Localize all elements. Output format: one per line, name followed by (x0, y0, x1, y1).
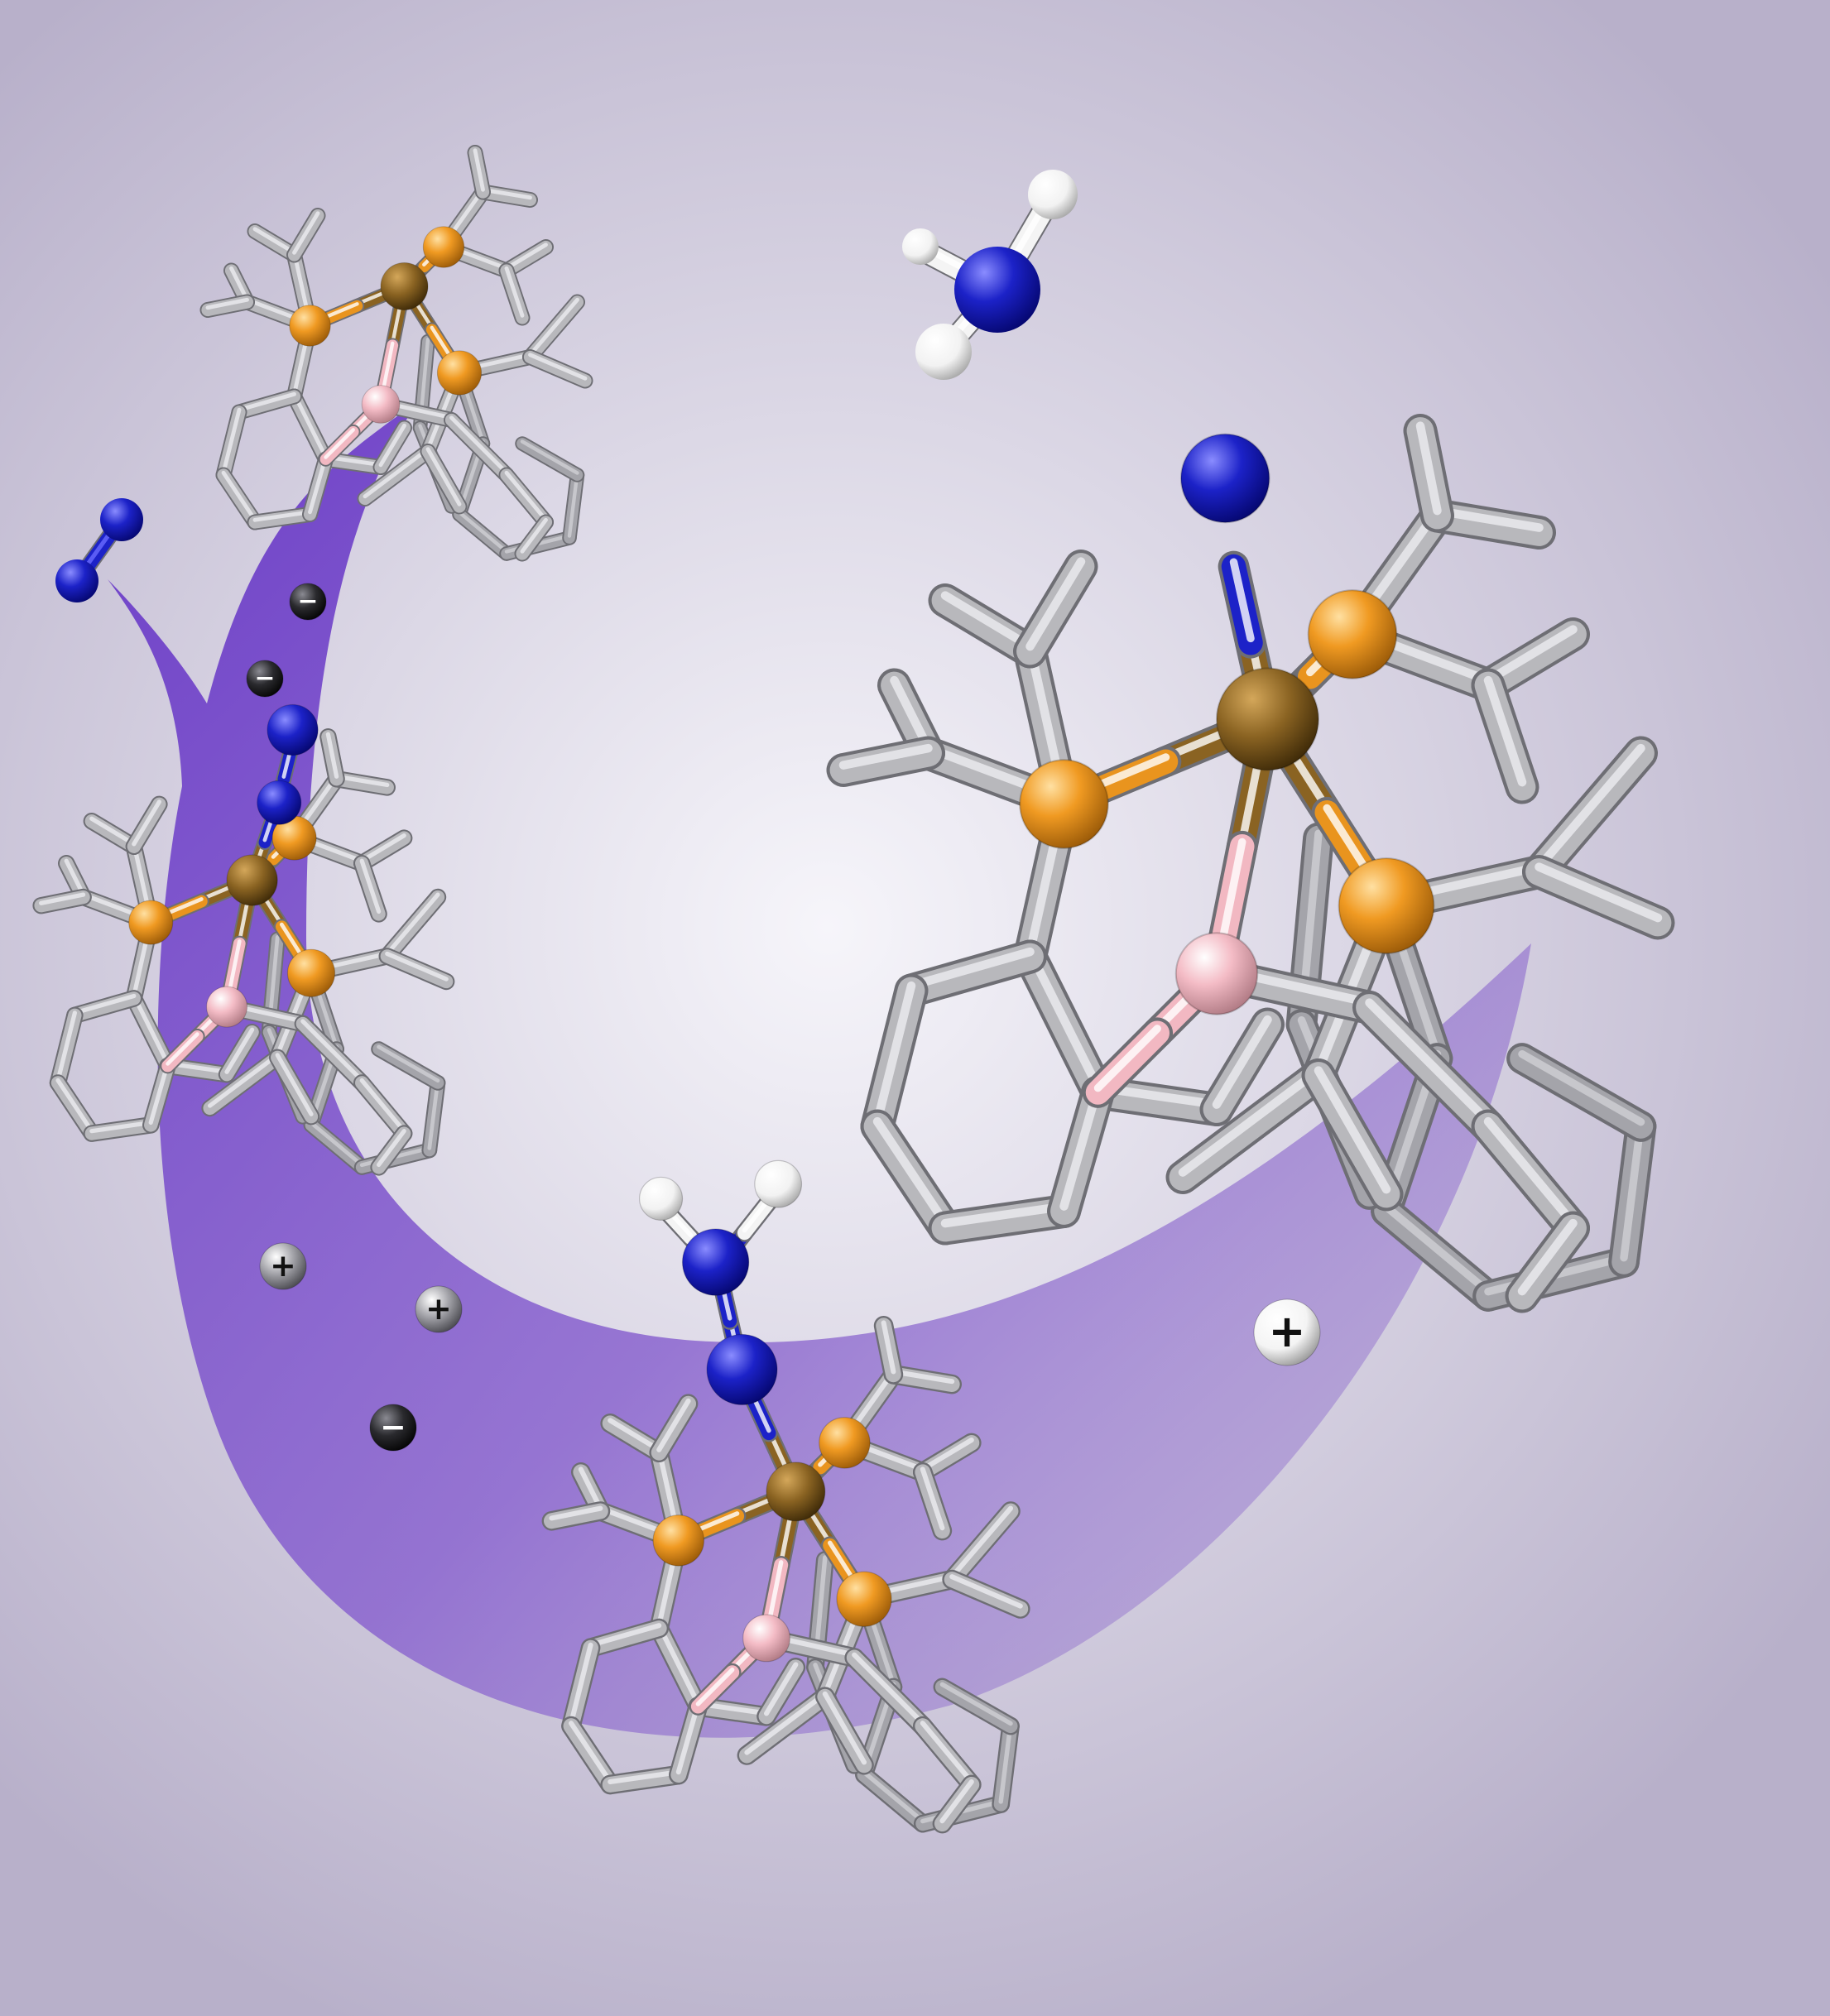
nitrogen-atom (257, 780, 302, 825)
iron-atom (766, 1462, 826, 1522)
hydrogen-atom (639, 1176, 684, 1221)
nitrogen-atom (1179, 433, 1270, 524)
boron-atom (1174, 932, 1259, 1015)
negative-charge-icon: − (246, 660, 284, 698)
boron-atom (206, 986, 247, 1028)
dinitrogen (55, 498, 143, 602)
positive-charge-icon: + (259, 1242, 307, 1290)
phosphorus-atom (819, 1417, 871, 1469)
phosphorus-atom (836, 1571, 892, 1627)
phosphorus-atom (1307, 589, 1398, 679)
phosphorus-atom (286, 948, 336, 997)
complex-top-left (199, 145, 593, 562)
minus-symbol: − (255, 664, 276, 693)
nitrogen-atom (706, 1333, 778, 1405)
positive-charge-icon: + (415, 1285, 463, 1333)
phosphorus-atom (422, 226, 465, 268)
negative-charge-icon: − (369, 1404, 417, 1452)
phosphorus-atom (1019, 759, 1109, 849)
cycle-swoosh (108, 401, 1531, 1738)
boron-atom (361, 385, 401, 424)
phosphorus-atom (436, 350, 483, 396)
hydrogen-atom (902, 228, 939, 265)
negative-charge-icon: − (289, 583, 327, 621)
nitrogen-atom (681, 1228, 750, 1296)
ammonia (902, 170, 1078, 380)
phosphorus-atom (128, 900, 174, 945)
minus-symbol: − (298, 587, 319, 616)
hydrogen-atom (754, 1159, 803, 1208)
complex-right-fen (826, 414, 1675, 1313)
iron-atom (380, 262, 429, 310)
plus-symbol: + (425, 1290, 452, 1327)
hydrogen-atom (1028, 170, 1078, 219)
phosphorus-atom (289, 305, 331, 347)
phosphorus-atom (1338, 857, 1435, 954)
iron-atom (226, 854, 278, 906)
nitrogen-atom (267, 703, 319, 756)
molecules-layer (32, 145, 1675, 1834)
plus-symbol: + (1268, 1305, 1305, 1357)
minus-symbol: − (380, 1409, 406, 1445)
boron-atom (742, 1614, 790, 1663)
iron-atom (1215, 667, 1320, 771)
positive-charge-icon: + (1253, 1298, 1321, 1366)
complex-bottom-fenh2 (541, 1159, 1030, 1834)
nitrogen-atom (100, 498, 143, 541)
phosphorus-atom (652, 1514, 705, 1567)
nitrogen-atom (954, 247, 1040, 333)
plus-symbol: + (270, 1247, 296, 1284)
charges-layer: − − + + − + (246, 583, 1321, 1452)
nitrogen-atom (55, 559, 98, 602)
complex-left-n2 (32, 703, 455, 1176)
hydrogen-atom (915, 324, 972, 380)
